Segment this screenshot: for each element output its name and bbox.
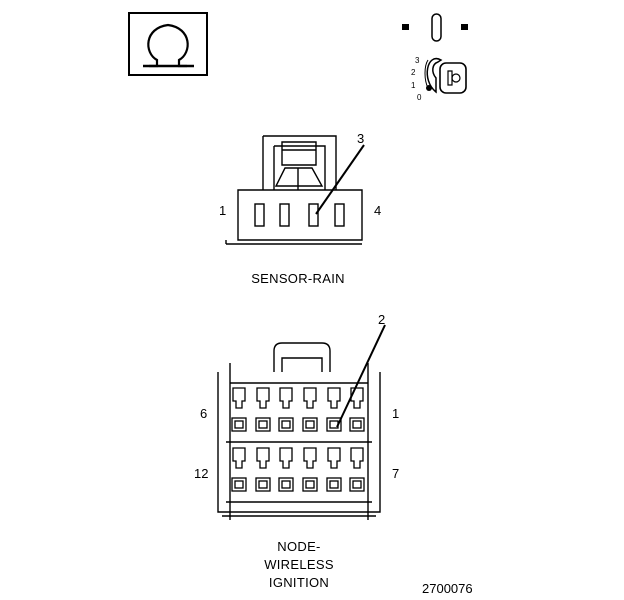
ignition-switch-icon (402, 13, 468, 42)
ohmmeter-symbol-icon (128, 12, 208, 76)
node-terminal-cavity (302, 387, 318, 432)
node-caption-line-2: WIRELESS (264, 557, 334, 572)
node-pin-array (231, 387, 365, 492)
sensor-rain-callout: 3 (357, 131, 364, 146)
node-terminal-cavity (349, 387, 365, 432)
node-wireless-ignition-connector (217, 342, 381, 520)
node-caption-line-1: NODE- (277, 539, 320, 554)
ignition-key-icon: 3 2 1 0 (411, 56, 467, 102)
key-position-0: 0 (417, 93, 422, 102)
node-callout-line (336, 324, 386, 428)
key-position-1: 1 (411, 81, 416, 90)
node-caption-line-3: IGNITION (269, 575, 329, 590)
sensor-rain-pin-right: 4 (374, 203, 381, 218)
node-terminal-cavity (231, 447, 247, 492)
node-terminal-cavity (278, 447, 294, 492)
sensor-rain-connector (225, 135, 363, 245)
node-pin-top-left: 6 (200, 406, 207, 421)
node-terminal-cavity (255, 447, 271, 492)
node-callout: 2 (378, 312, 385, 327)
node-pin-bottom-left: 12 (194, 466, 208, 481)
sensor-rain-caption: SENSOR-RAIN (251, 271, 345, 286)
node-terminal-cavity (278, 387, 294, 432)
node-terminal-cavity (326, 447, 342, 492)
node-pin-bottom-right: 7 (392, 466, 399, 481)
key-position-3: 3 (415, 56, 420, 65)
sensor-rain-callout-line (315, 144, 365, 215)
node-pin-top-right: 1 (392, 406, 399, 421)
figure-number: 2700076 (422, 581, 473, 596)
node-terminal-cavity (255, 387, 271, 432)
node-terminal-cavity (349, 447, 365, 492)
node-terminal-cavity (231, 387, 247, 432)
sensor-rain-pin-left: 1 (219, 203, 226, 218)
node-terminal-cavity (302, 447, 318, 492)
key-position-2: 2 (411, 68, 416, 77)
